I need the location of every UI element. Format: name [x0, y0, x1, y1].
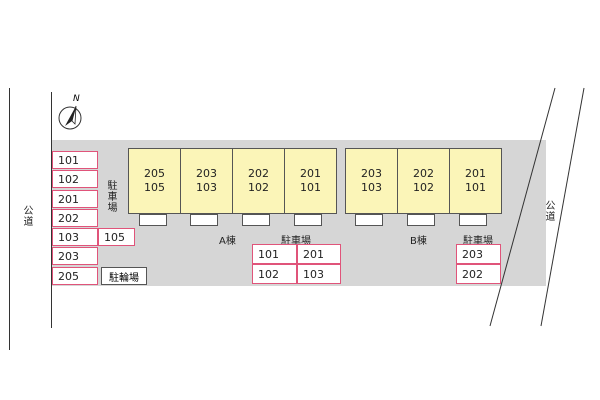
- unit-lower-number: 103: [196, 181, 217, 194]
- unit-upper-number: 203: [196, 167, 217, 180]
- parking-space: 103: [52, 228, 98, 246]
- unit-upper-number: 201: [300, 167, 321, 180]
- parking-left-label: 駐車場: [105, 180, 116, 213]
- parking-space: 102: [52, 170, 98, 188]
- unit-upper-number: 202: [413, 167, 434, 180]
- right-road-label: 公道: [543, 200, 554, 222]
- unit-upper-number: 202: [248, 167, 269, 180]
- unit-upper-number: 201: [465, 167, 486, 180]
- unit-lower-number: 101: [300, 181, 321, 194]
- building-b-step: [459, 214, 487, 226]
- left-road-line-outer: [9, 88, 10, 350]
- building-b-step: [355, 214, 383, 226]
- building-a-label: A棟: [219, 236, 236, 247]
- parking-space: 201: [52, 190, 98, 208]
- building-a-step: [242, 214, 270, 226]
- compass-label: N: [73, 94, 80, 104]
- bicycle-parking: 駐輪場: [101, 267, 147, 285]
- left-road-line-inner: [51, 92, 52, 328]
- unit-lower-number: 102: [413, 181, 434, 194]
- parking-space: 202: [456, 264, 501, 284]
- north-arrow-icon: [58, 105, 82, 130]
- parking-space: 101: [252, 244, 297, 264]
- left-road-label: 公道: [21, 205, 32, 227]
- parking-a-label: 駐車場: [281, 236, 311, 247]
- unit-upper-number: 205: [144, 167, 165, 180]
- parking-space: 202: [52, 209, 98, 227]
- parking-space: 105: [98, 228, 135, 246]
- unit-lower-number: 102: [248, 181, 269, 194]
- unit-lower-number: 103: [361, 181, 382, 194]
- parking-space: 103: [297, 264, 341, 284]
- parking-space: 102: [252, 264, 297, 284]
- parking-space: 205: [52, 267, 98, 285]
- parking-space: 201: [297, 244, 341, 264]
- compass: N: [58, 94, 86, 136]
- parking-space: 203: [52, 247, 98, 265]
- unit-upper-number: 203: [361, 167, 382, 180]
- parking-space: 203: [456, 244, 501, 264]
- building-a-step: [139, 214, 167, 226]
- building-a-step: [294, 214, 322, 226]
- building-b-step: [407, 214, 435, 226]
- unit-lower-number: 105: [144, 181, 165, 194]
- building-a-step: [190, 214, 218, 226]
- unit-lower-number: 101: [465, 181, 486, 194]
- bicycle-parking-label: 駐輪場: [109, 272, 139, 284]
- parking-b-label: 駐車場: [463, 236, 493, 247]
- building-b-label: B棟: [410, 236, 427, 247]
- parking-space: 101: [52, 151, 98, 169]
